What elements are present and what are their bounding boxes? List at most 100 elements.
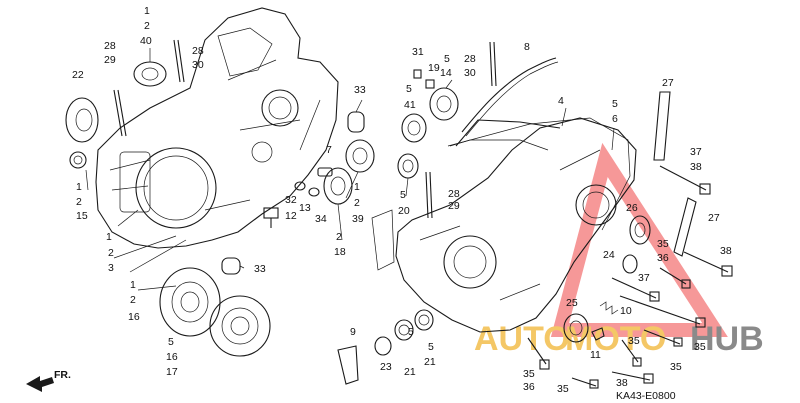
bolt-38-bottom [611,371,654,384]
bolt-38-right [683,251,733,277]
callout-label: 38 [720,245,732,257]
callout-label: 13 [299,202,311,214]
callout-label: 5 [612,98,618,110]
callout-label: 27 [708,212,720,224]
callout-label: 2 [354,197,360,209]
callout-label: 32 [285,194,297,206]
guide-27-upper [653,91,671,161]
watermark-triangle-shape [550,142,728,337]
callout-label: 22 [72,69,84,81]
callout-label: 31 [412,46,424,58]
callout-label: 2 [130,294,136,306]
callout-label: 28 [192,45,204,57]
callout-label: 27 [662,77,674,89]
oil-seal-15 [69,151,87,169]
oil-seal-25 [563,313,589,343]
stud-29-left [113,89,127,137]
bolt-35-a [619,295,706,328]
callout-label: 1 [130,279,136,291]
callout-label: 38 [690,161,702,173]
callout-label: 39 [352,213,364,225]
callout-label: 4 [558,95,564,107]
diagram-code: KA43-E0800 [616,390,676,402]
spring-10 [599,301,619,315]
callout-label: 28 [448,188,460,200]
callout-label: 2 [336,231,342,243]
bolt-35-b [643,329,683,347]
watermark-text-c: HUB [690,320,764,358]
bearing-40 [133,61,167,87]
bearing-16 [159,267,221,337]
needle-bearing-21a [394,319,414,341]
guide-27-lower [673,197,697,257]
front-direction-arrow: FR. [26,369,71,392]
watermark-logo: AUTO MOTO HUB [474,142,764,358]
callout-label: 16 [166,351,178,363]
bolt-35-c [621,339,642,367]
callout-label: 28 [104,40,116,52]
callout-label: 23 [380,361,392,373]
callout-label: 36 [657,252,669,264]
callout-label: 36 [523,381,535,393]
stud-29-right [425,171,433,219]
stud-30-left [173,39,185,83]
breather-tube-8 [461,57,559,137]
callout-label: 29 [448,200,460,212]
pin-7 [317,167,333,177]
bolt-35-36-bottom [527,337,550,370]
bearing-14 [429,87,459,121]
callout-label: 1 [106,231,112,243]
callout-label: 29 [104,54,116,66]
callout-label: 12 [285,210,297,222]
callout-label: 15 [76,210,88,222]
bearing-41 [401,113,427,143]
callout-label: 20 [398,205,410,217]
washer-19 [425,79,435,89]
callout-label: 26 [626,202,638,214]
bolt-37-38-upper [659,165,711,195]
callout-label: 5 [444,53,450,65]
callout-label: 8 [524,41,530,53]
bolt-35-36 [659,267,691,289]
callout-label: 37 [638,272,650,284]
gasket-4 [447,117,631,231]
callout-label: 5 [428,341,434,353]
leader-lines [85,48,615,291]
bearing-39 [345,139,375,173]
callout-label: 41 [404,99,416,111]
callout-label: 1 [76,181,82,193]
callout-labels: 1240282928302212151233373212133412392183… [72,5,732,395]
washer-34 [308,187,320,197]
callout-label: 30 [464,67,476,79]
callout-label: 21 [404,366,416,378]
shift-part-9 [337,345,359,385]
oil-seal-22 [65,97,99,143]
oil-seal-24 [622,254,638,274]
bolt-12 [263,207,279,228]
watermark-text-b: MOTO [565,320,666,358]
screw-31 [413,69,422,79]
callout-label: 16 [128,311,140,323]
callout-label: 35 [694,341,706,353]
callout-label: 35 [657,238,669,250]
callout-label: 24 [603,249,615,261]
collar-33-lower [221,257,241,275]
callout-label: 35 [628,335,640,347]
callout-label: 1 [144,5,150,17]
oil-seal-26 [629,215,651,245]
callout-label: 10 [620,305,632,317]
stud-30-right [489,41,497,87]
callout-label: 40 [140,35,152,47]
callout-label: 2 [76,196,82,208]
callout-label: 11 [590,349,601,361]
callout-label: 33 [354,84,366,96]
callout-label: 17 [166,366,178,378]
right-crankcase [371,117,637,333]
front-direction-label: FR. [54,369,71,381]
callout-label: 34 [315,213,327,225]
washer-32 [294,181,306,191]
callout-label: 9 [350,326,356,338]
callout-label: 19 [428,62,440,74]
bolt-37-mid [611,277,660,302]
